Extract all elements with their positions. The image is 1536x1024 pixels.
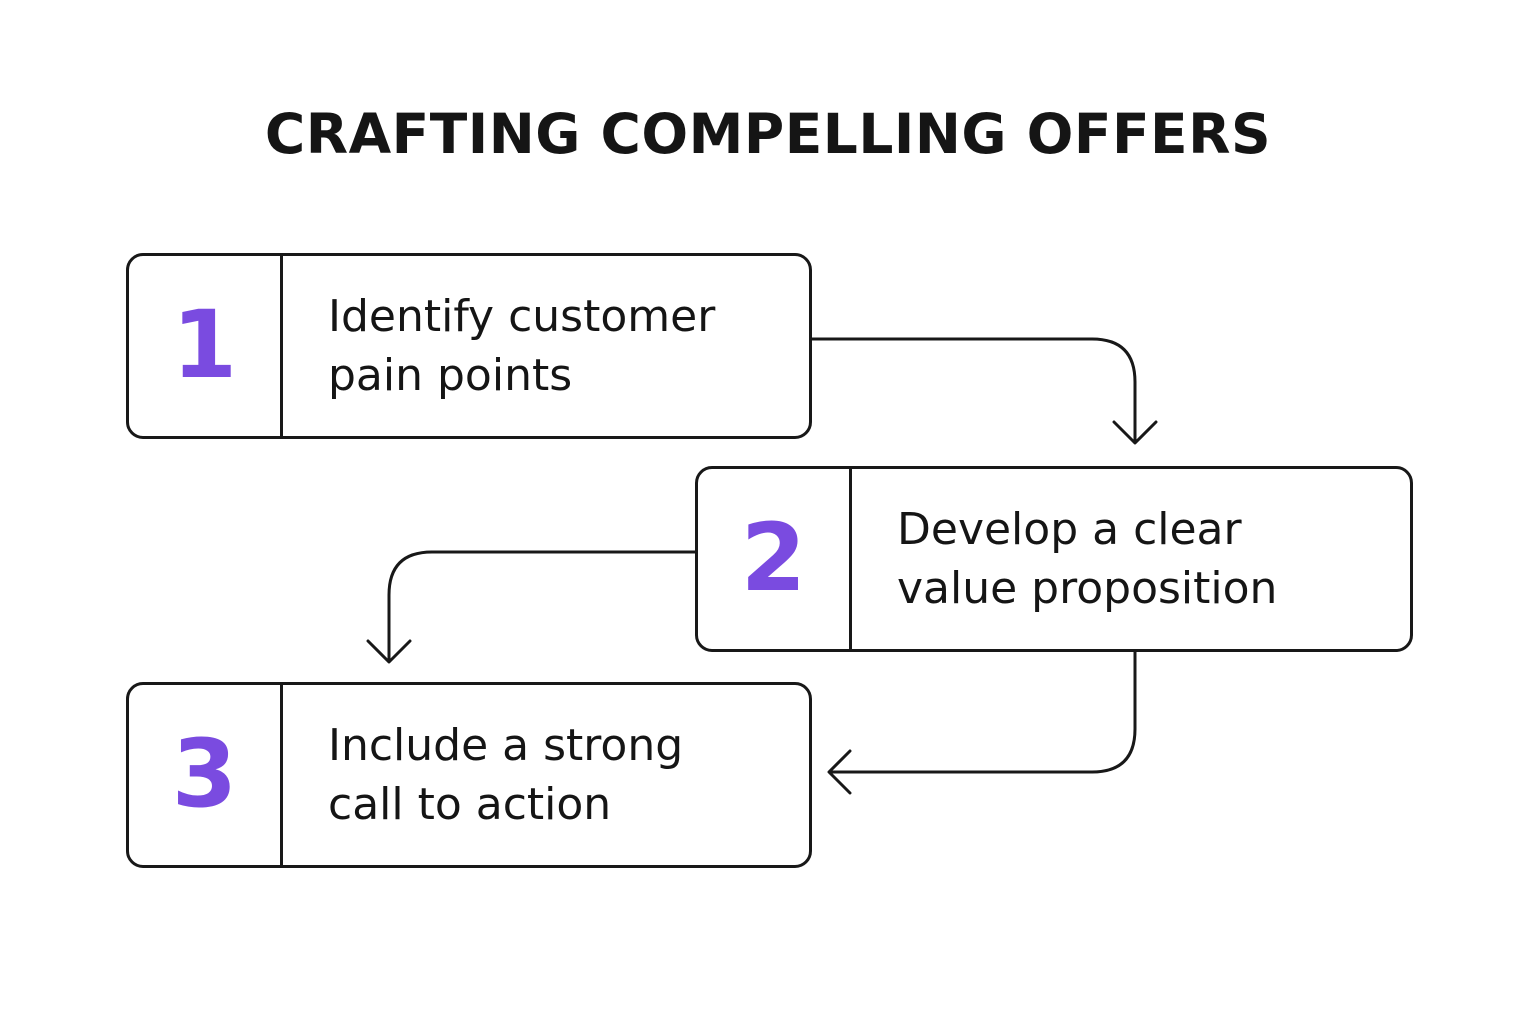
arrowhead-down-step3 [366, 639, 412, 664]
step-number-1: 1 [171, 291, 238, 400]
step-divider-1 [280, 256, 283, 436]
step-divider-3 [280, 685, 283, 865]
arrowhead-left-step3 [827, 749, 852, 795]
step-label-2: Develop a clear value proposition [897, 504, 1278, 614]
step-card-3: 3 Include a strong call to action [126, 682, 812, 868]
step-card-2: 2 Develop a clear value proposition [695, 466, 1413, 652]
step-divider-2 [849, 469, 852, 649]
diagram-title: CRAFTING COMPELLING OFFERS [264, 102, 1272, 166]
connector-step1-to-step2 [809, 337, 1137, 442]
step-number-2: 2 [740, 504, 807, 613]
step-number-3: 3 [171, 720, 238, 829]
connector-step2-to-step3-right [829, 649, 1137, 774]
step-label-1: Identify customer pain points [328, 291, 716, 401]
step-label-3: Include a strong call to action [328, 720, 684, 830]
arrowhead-down-step2 [1112, 420, 1158, 445]
connector-step2-to-step3-left [387, 550, 698, 662]
step-card-1: 1 Identify customer pain points [126, 253, 812, 439]
